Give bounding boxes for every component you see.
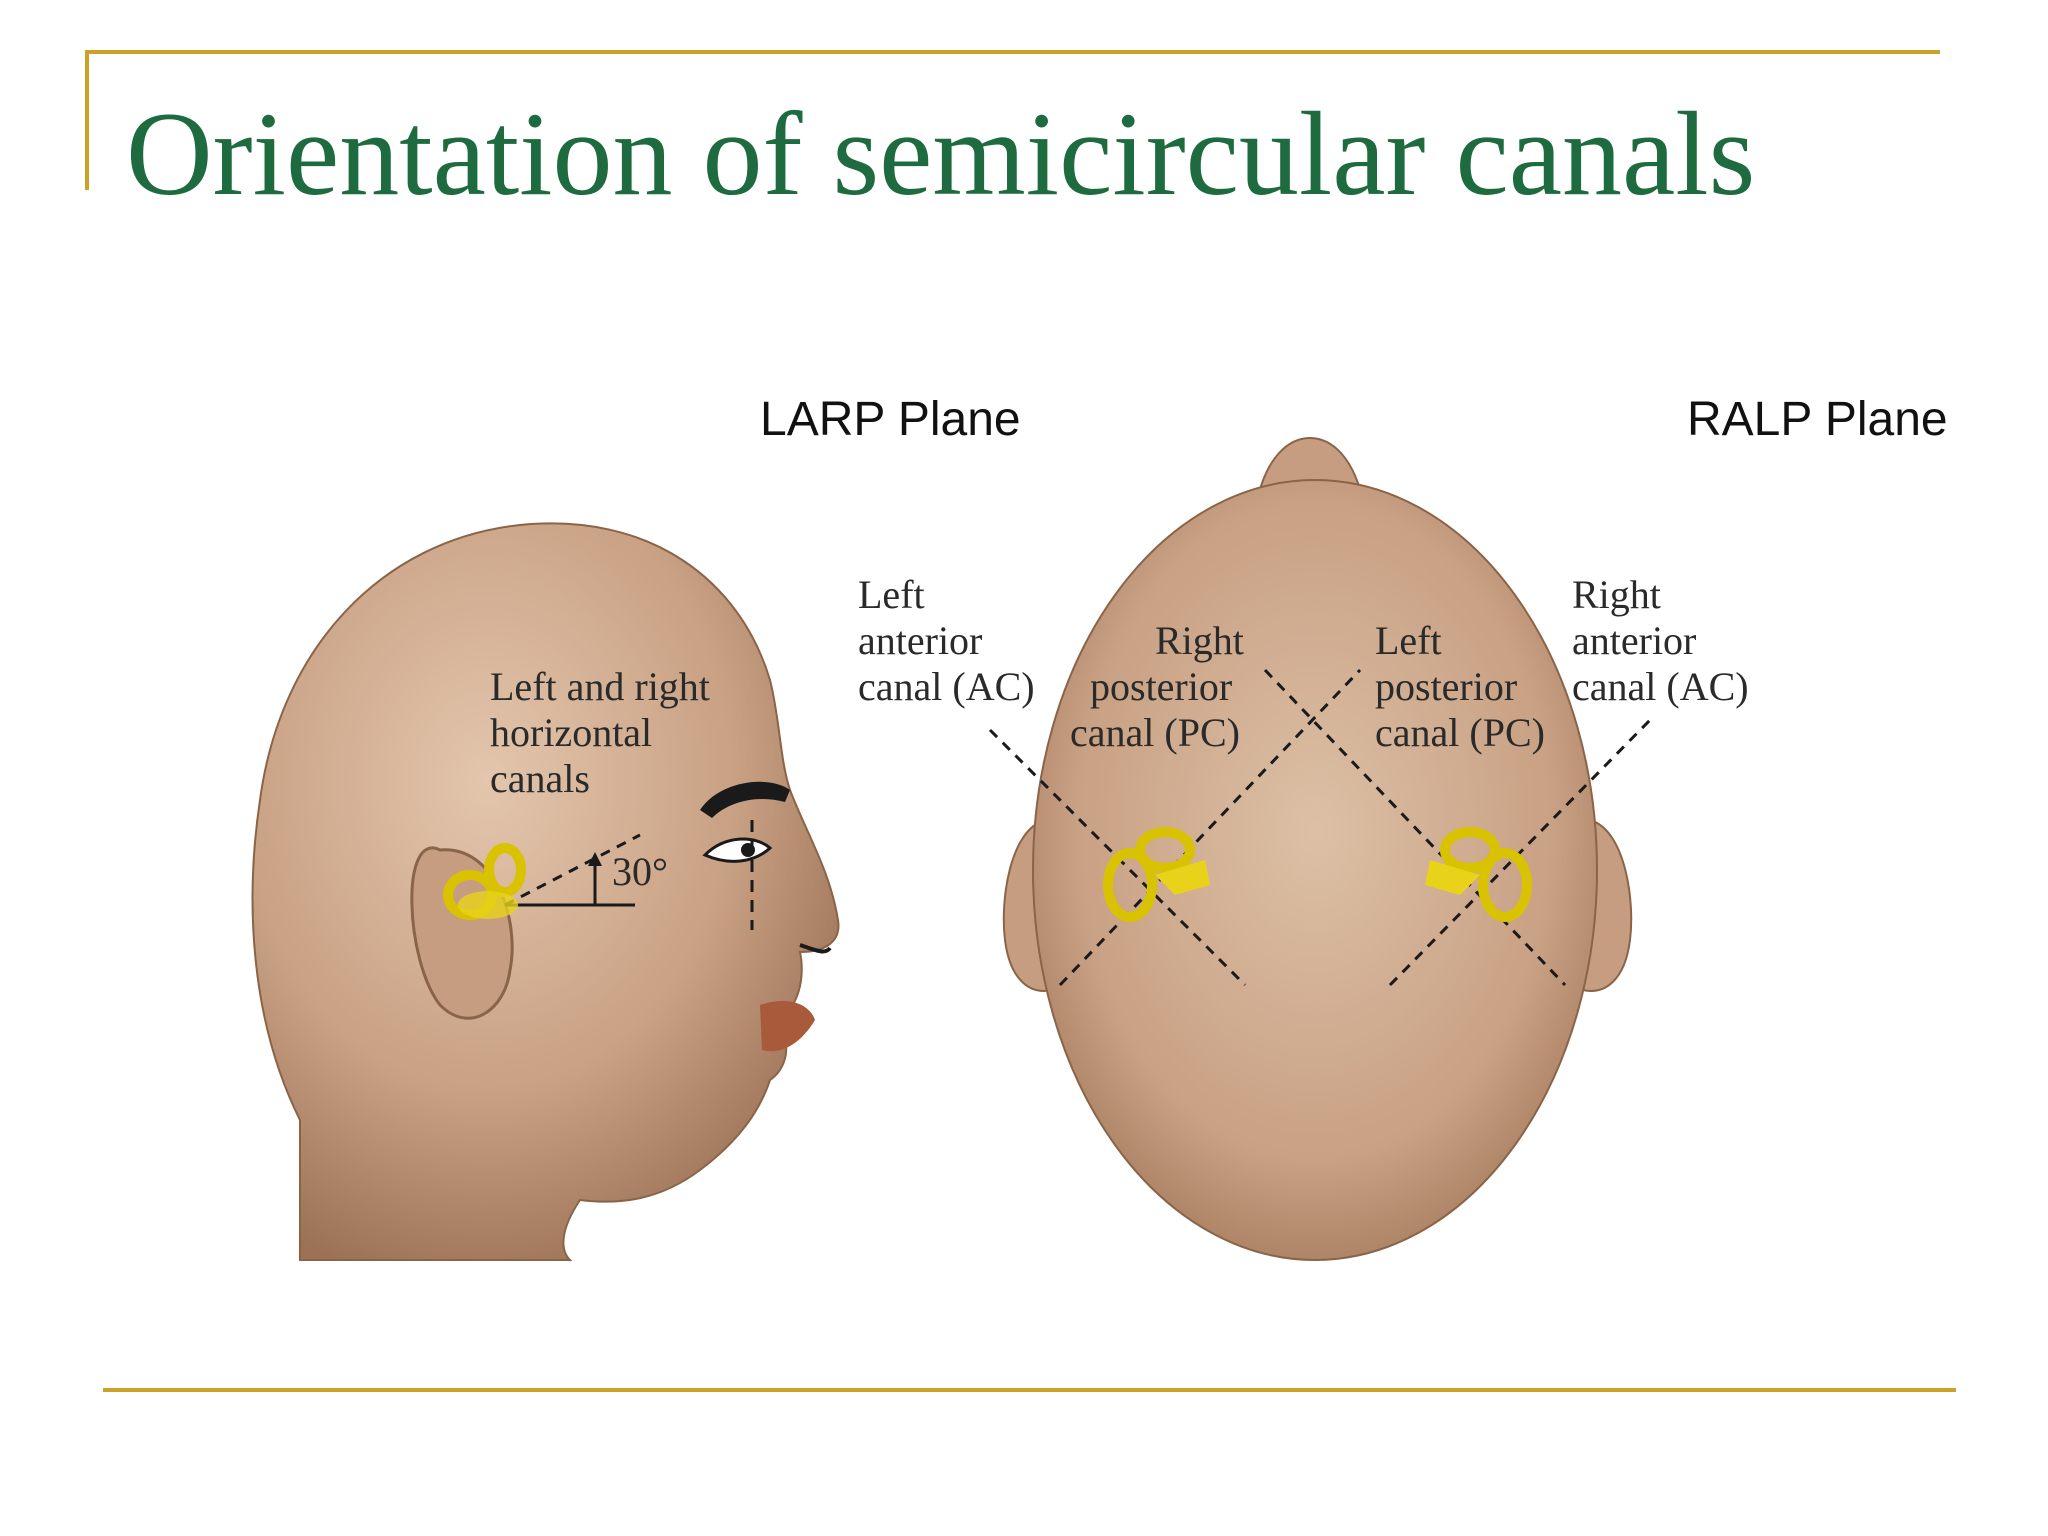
right-anterior-label-line2: anterior (1572, 618, 1696, 663)
right-anterior-label-line1: Right (1572, 572, 1661, 617)
left-anterior-label-line1: Left (858, 572, 925, 617)
right-posterior-label-line1: Right (1155, 618, 1244, 663)
side-canal-icon (443, 843, 526, 920)
left-posterior-label-line2: posterior (1375, 664, 1517, 709)
left-anterior-label-line2: anterior (858, 618, 982, 663)
left-canal-icon (1103, 827, 1210, 922)
horizontal-canals-label-line1: Left and right (490, 664, 710, 709)
left-posterior-label-line1: Left (1375, 618, 1442, 663)
nostril-shape (799, 943, 832, 954)
lips-shape (760, 1000, 815, 1052)
slide-frame-top-rule (85, 50, 1940, 54)
right-anterior-label-line3: canal (AC) (1572, 664, 1749, 709)
side-head-shape (251, 522, 840, 1261)
eyebrow-shape (700, 781, 790, 818)
right-posterior-label-line3: canal (PC) (1070, 710, 1240, 755)
side-view-head: Left and right horizontal canals 30° (251, 522, 840, 1261)
horizontal-canals-label-line3: canals (490, 756, 590, 801)
right-posterior-label-line2: posterior (1090, 664, 1232, 709)
slide-title: Orientation of semicircular canals (126, 87, 1756, 220)
larp-plane-label: LARP Plane (760, 393, 1021, 446)
eye-shape (702, 837, 773, 863)
top-view-head: Left anterior canal (AC) Right posterior… (858, 436, 1749, 1261)
slide-frame-left-rule (85, 50, 89, 190)
slide-frame-bottom-rule (103, 1388, 1956, 1392)
right-canal-icon (1425, 827, 1532, 922)
horizontal-canals-label-line2: horizontal (490, 710, 652, 755)
skull-top-shape (1032, 479, 1598, 1261)
angle-label: 30° (612, 849, 668, 894)
left-anterior-label-line3: canal (AC) (858, 664, 1035, 709)
ralp-plane-label: RALP Plane (1687, 393, 1948, 446)
left-posterior-label-line3: canal (PC) (1375, 710, 1545, 755)
